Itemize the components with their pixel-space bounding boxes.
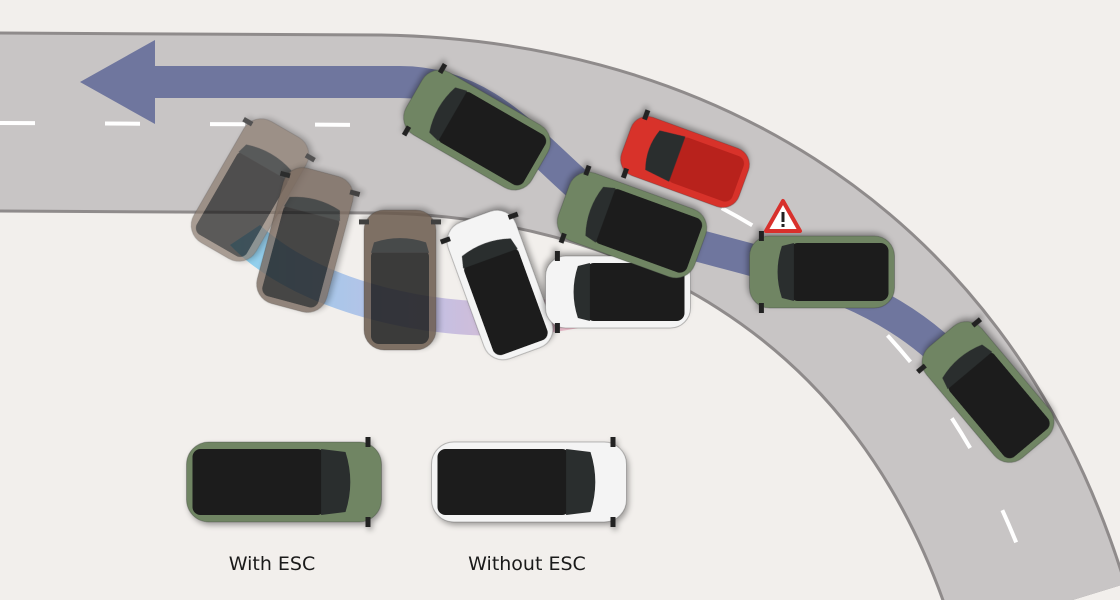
car-with-esc [916, 317, 1055, 463]
ghost-car [256, 167, 361, 313]
legend-car-with-esc [186, 437, 382, 527]
car-without-esc [545, 251, 691, 333]
car-with-esc [749, 231, 895, 313]
ghost-car [359, 209, 441, 351]
warning-triangle-icon [764, 199, 802, 233]
car-with-esc [401, 62, 551, 191]
car-without-esc [439, 209, 554, 361]
road [0, 31, 1120, 600]
legend-without-esc-label: Without ESC [468, 553, 586, 575]
legend-with-esc-label: With ESC [228, 553, 316, 575]
legend-car-without-esc [431, 437, 627, 527]
obstacle-car [620, 109, 750, 209]
car-with-esc [556, 164, 708, 279]
